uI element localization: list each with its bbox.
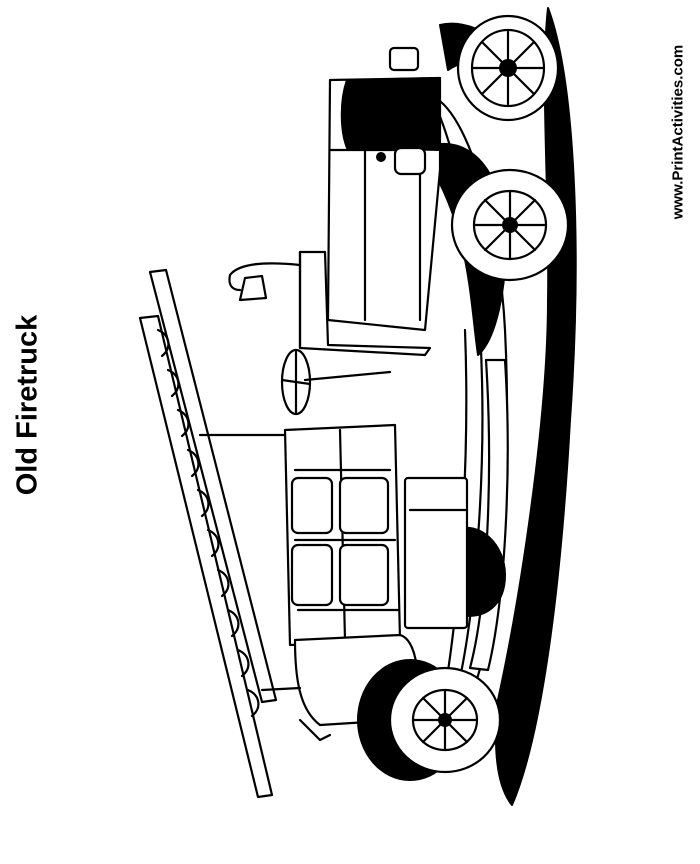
- hose-box-2: [338, 476, 390, 535]
- front-wheel-top: [456, 14, 560, 122]
- hose-box-3: [290, 543, 334, 607]
- side-compartment: [403, 476, 469, 630]
- rear-wheel: [357, 659, 502, 781]
- ladder-rail-outer: [138, 314, 274, 799]
- bell-icon: [238, 274, 268, 302]
- ladder-support-rear: [260, 686, 302, 692]
- ladder-rail-inner: [148, 268, 278, 704]
- bell-bracket: [228, 262, 302, 292]
- radiator-cap: [388, 46, 420, 72]
- radiator-grille: [340, 77, 441, 151]
- headlamp: [393, 146, 427, 176]
- ladder-rungs: [156, 328, 260, 718]
- front-wheel: [450, 168, 570, 282]
- hose-box-4: [338, 543, 390, 607]
- hose-box-1: [290, 476, 334, 535]
